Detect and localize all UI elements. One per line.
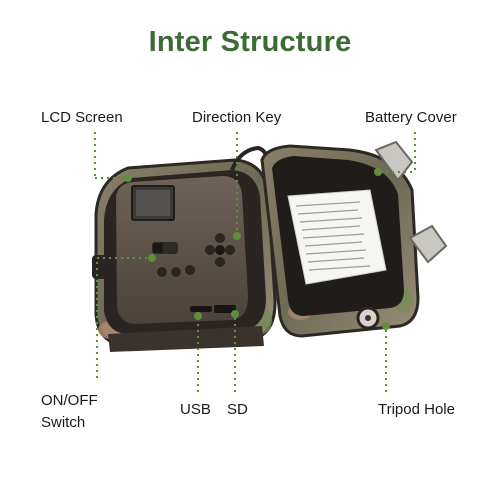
label-on-off-switch: ON/OFF Switch bbox=[41, 390, 98, 434]
label-on-off-line1: ON/OFF bbox=[41, 392, 98, 409]
strap-loop-side bbox=[408, 224, 448, 264]
label-direction-key: Direction Key bbox=[192, 109, 282, 126]
label-on-off-line2: Switch bbox=[41, 413, 86, 431]
strap-loop-top bbox=[374, 140, 414, 182]
label-tripod-hole: Tripod Hole bbox=[378, 401, 455, 418]
usb-port bbox=[190, 306, 212, 312]
side-latch bbox=[92, 255, 108, 279]
direction-key-pad bbox=[205, 233, 235, 267]
mode-switch-knob bbox=[153, 243, 163, 253]
label-usb: USB bbox=[180, 401, 211, 418]
label-battery-cover: Battery Cover bbox=[365, 109, 457, 126]
leader-lines bbox=[94, 132, 416, 392]
leader-dots bbox=[124, 168, 390, 330]
label-sd: SD bbox=[227, 401, 248, 418]
button bbox=[171, 267, 181, 277]
sd-slot bbox=[214, 305, 236, 313]
button bbox=[185, 265, 195, 275]
button bbox=[157, 267, 167, 277]
instruction-card bbox=[287, 189, 387, 285]
lcd-glare bbox=[136, 190, 170, 216]
diagram-title: Inter Structure bbox=[148, 26, 352, 58]
battery-cover-open bbox=[260, 140, 448, 338]
camera-front-housing bbox=[92, 158, 277, 352]
base-rim bbox=[108, 326, 264, 352]
label-lcd-screen: LCD Screen bbox=[41, 109, 123, 126]
